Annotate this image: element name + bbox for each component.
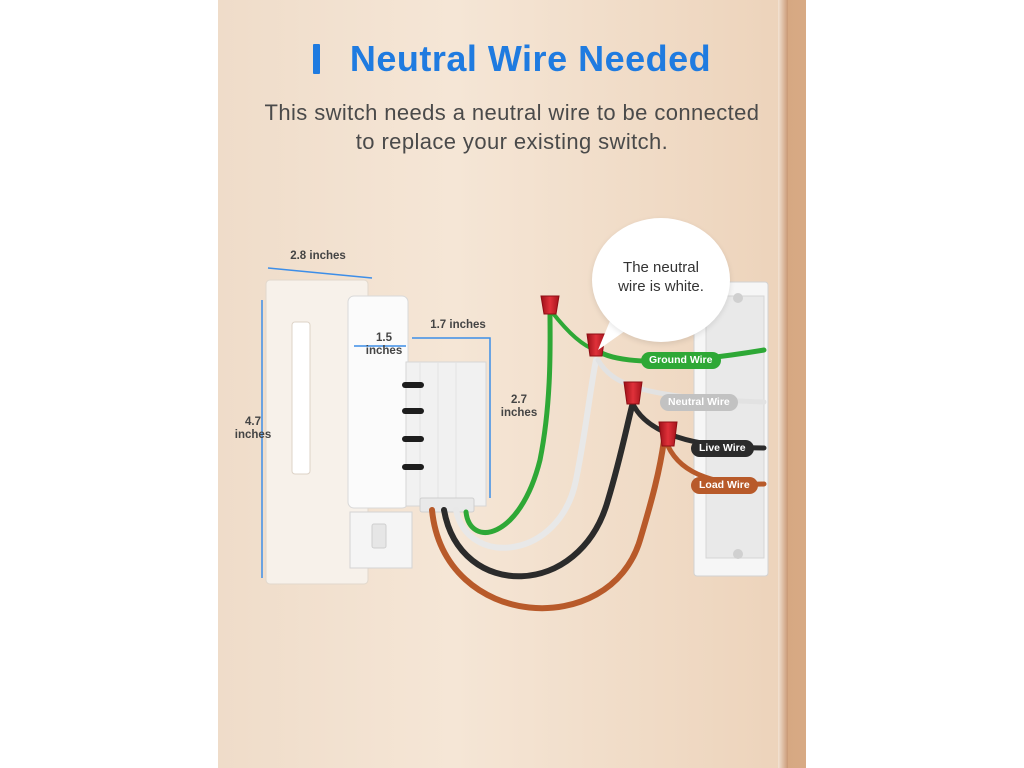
neutral-wire-label: Neutral Wire xyxy=(660,394,738,411)
subtitle-line-1: This switch needs a neutral wire to be c… xyxy=(264,100,760,125)
wire-nut-icon xyxy=(586,333,606,357)
live-wire xyxy=(441,403,635,580)
wall-surface xyxy=(786,0,806,768)
dim-plate-height-unit: inches xyxy=(234,429,272,441)
page-title: Neutral Wire Needed xyxy=(218,38,806,80)
ground-wire-from-switch xyxy=(463,311,553,535)
dim-body-height-unit: inches xyxy=(500,407,538,419)
dim-line-body-depth xyxy=(412,337,491,498)
vent-slot xyxy=(402,408,424,414)
wire-nut-icon xyxy=(540,295,560,315)
dim-plate-width: 2.8 inches xyxy=(290,250,346,262)
callout-line-2: wire is white. xyxy=(618,278,704,295)
callout-text: The neutral wire is white. xyxy=(592,258,730,296)
junction-box xyxy=(693,281,769,577)
dim-line-plate-width xyxy=(267,267,373,279)
dim-body-width: 1.5 inches xyxy=(358,332,410,358)
title-bar-icon xyxy=(312,44,320,74)
dim-body-width-unit: inches xyxy=(365,345,403,357)
dim-body-height: 2.7 inches xyxy=(494,394,544,420)
load-wire xyxy=(429,437,667,612)
callout-line-1: The neutral xyxy=(623,259,699,276)
dim-body-width-value: 1.5 xyxy=(376,332,392,344)
rocker-opening xyxy=(291,321,311,475)
wire-nut-icon xyxy=(623,381,643,405)
ground-wire-label: Ground Wire xyxy=(641,352,721,369)
neutral-wire xyxy=(453,357,599,551)
live-wire-label: Live Wire xyxy=(691,440,754,457)
callout-bubble xyxy=(592,218,730,342)
subtitle-line-2: to replace your existing switch. xyxy=(355,129,669,154)
wire-nuts xyxy=(540,295,678,447)
title-text: Neutral Wire Needed xyxy=(349,38,712,79)
vent-slot xyxy=(402,464,424,470)
dim-body-depth: 1.7 inches xyxy=(430,319,486,331)
wire-nut-icon xyxy=(658,421,678,447)
vent-slot xyxy=(402,382,424,388)
dim-plate-height: 4.7 inches xyxy=(226,416,280,442)
switch-body xyxy=(347,295,487,569)
dim-plate-height-value: 4.7 xyxy=(245,416,261,428)
wall-edge xyxy=(778,0,788,768)
dimension-lines xyxy=(261,267,491,578)
vent-slot xyxy=(402,436,424,442)
load-wire-label: Load Wire xyxy=(691,477,758,494)
page-subtitle: This switch needs a neutral wire to be c… xyxy=(218,98,806,156)
dim-body-height-value: 2.7 xyxy=(511,394,527,406)
